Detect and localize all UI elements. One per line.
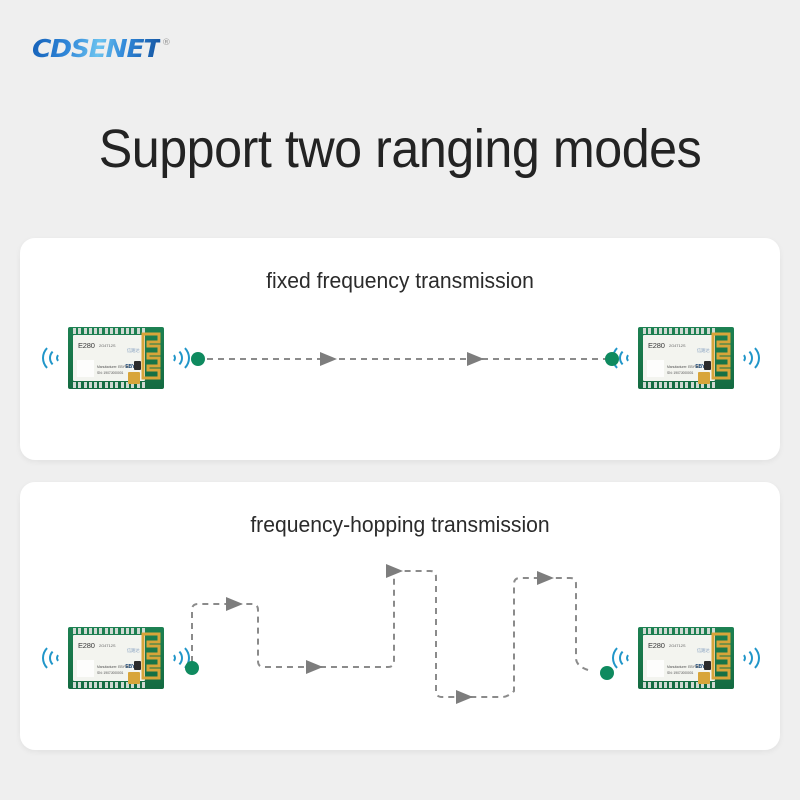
signal-wave-icon [42,338,68,378]
module-brand-mark: 信路达 [126,348,140,353]
pcb-pins-top [73,628,145,634]
signal-wave-icon [612,338,638,378]
module-model: E280 [648,341,665,350]
qr-code-icon [647,360,664,377]
registered-trademark-icon: ® [161,38,171,48]
module-manufacturer: Manufacturer: EBYTE [97,365,130,369]
module-brand-name: EBYTE [125,664,141,670]
module-brand-name: EBYTE [125,364,141,370]
module-variant: 2G4T12S [669,343,686,348]
card-title-fixed: fixed frequency transmission [266,268,534,293]
pcb-shield-icon [698,672,710,684]
pcb-pins-bottom [643,382,715,388]
pcb-antenna-icon [141,632,161,680]
pcb-chip-icon [134,661,141,670]
pcb-module: E280 2G4T12S 信路达 EBYTE Manufacturer: EBY… [638,627,734,689]
module-serial: SN: 1907J000001 [97,371,124,375]
signal-wave-icon [160,338,190,378]
module-serial: SN: 1907J000001 [667,671,694,675]
module-variant: 2G4T12S [669,643,686,648]
module-hopping-transmitter: E280 2G4T12S 信路达 EBYTE Manufacturer: EBY… [42,622,190,694]
qr-code-icon [77,660,94,677]
module-serial: SN: 1907J000001 [667,371,694,375]
module-serial: SN: 1907J000001 [97,671,124,675]
module-model: E280 [78,641,95,650]
module-brand: 信路达 EBYTE [695,340,711,372]
pcb-module: E280 2G4T12S 信路达 EBYTE Manufacturer: EBY… [638,327,734,389]
pcb-antenna-icon [711,332,731,380]
module-brand: 信路达 EBYTE [125,640,141,672]
card-title-hopping: frequency-hopping transmission [250,512,550,537]
module-brand-mark: 信路达 [696,648,710,653]
qr-code-icon [77,360,94,377]
module-manufacturer: Manufacturer: EBYTE [97,665,130,669]
module-variant: 2G4T12S [99,643,116,648]
qr-code-icon [647,660,664,677]
pcb-module: E280 2G4T12S 信路达 EBYTE Manufacturer: EBY… [68,327,164,389]
module-model: E280 [78,341,95,350]
pcb-pins-bottom [73,682,145,688]
pcb-chip-icon [704,661,711,670]
module-variant: 2G4T12S [99,343,116,348]
pcb-shield-icon [128,672,140,684]
module-fixed-transmitter: E280 2G4T12S 信路达 EBYTE Manufacturer: EBY… [42,322,190,394]
pcb-shield-icon [698,372,710,384]
pcb-pins-top [73,328,145,334]
pcb-antenna-icon [711,632,731,680]
pcb-pins-top [643,328,715,334]
module-brand-name: EBYTE [695,664,711,670]
pcb-chip-icon [134,361,141,370]
pcb-pins-bottom [73,382,145,388]
signal-wave-icon [160,638,190,678]
brand-logo-text: CDSENET [32,34,161,63]
pcb-module: E280 2G4T12S 信路达 EBYTE Manufacturer: EBY… [68,627,164,689]
signal-wave-icon [612,638,638,678]
pcb-pins-top [643,628,715,634]
module-brand: 信路达 EBYTE [695,640,711,672]
signal-wave-icon [42,638,68,678]
module-manufacturer: Manufacturer: EBYTE [667,365,700,369]
pcb-antenna-icon [141,332,161,380]
module-fixed-receiver: E280 2G4T12S 信路达 EBYTE Manufacturer: EBY… [612,322,760,394]
pcb-chip-icon [704,361,711,370]
module-brand-name: EBYTE [695,364,711,370]
module-manufacturer: Manufacturer: EBYTE [667,665,700,669]
card-frequency-hopping: frequency-hopping transmission [20,482,780,750]
pcb-shield-icon [128,372,140,384]
brand-logo: CDSENET ® [32,36,171,61]
page-title: Support two ranging modes [98,119,702,179]
module-model: E280 [648,641,665,650]
signal-wave-icon [730,338,760,378]
module-brand-mark: 信路达 [696,348,710,353]
module-brand: 信路达 EBYTE [125,340,141,372]
signal-wave-icon [730,638,760,678]
pcb-pins-bottom [643,682,715,688]
module-brand-mark: 信路达 [126,648,140,653]
module-hopping-receiver: E280 2G4T12S 信路达 EBYTE Manufacturer: EBY… [612,622,760,694]
